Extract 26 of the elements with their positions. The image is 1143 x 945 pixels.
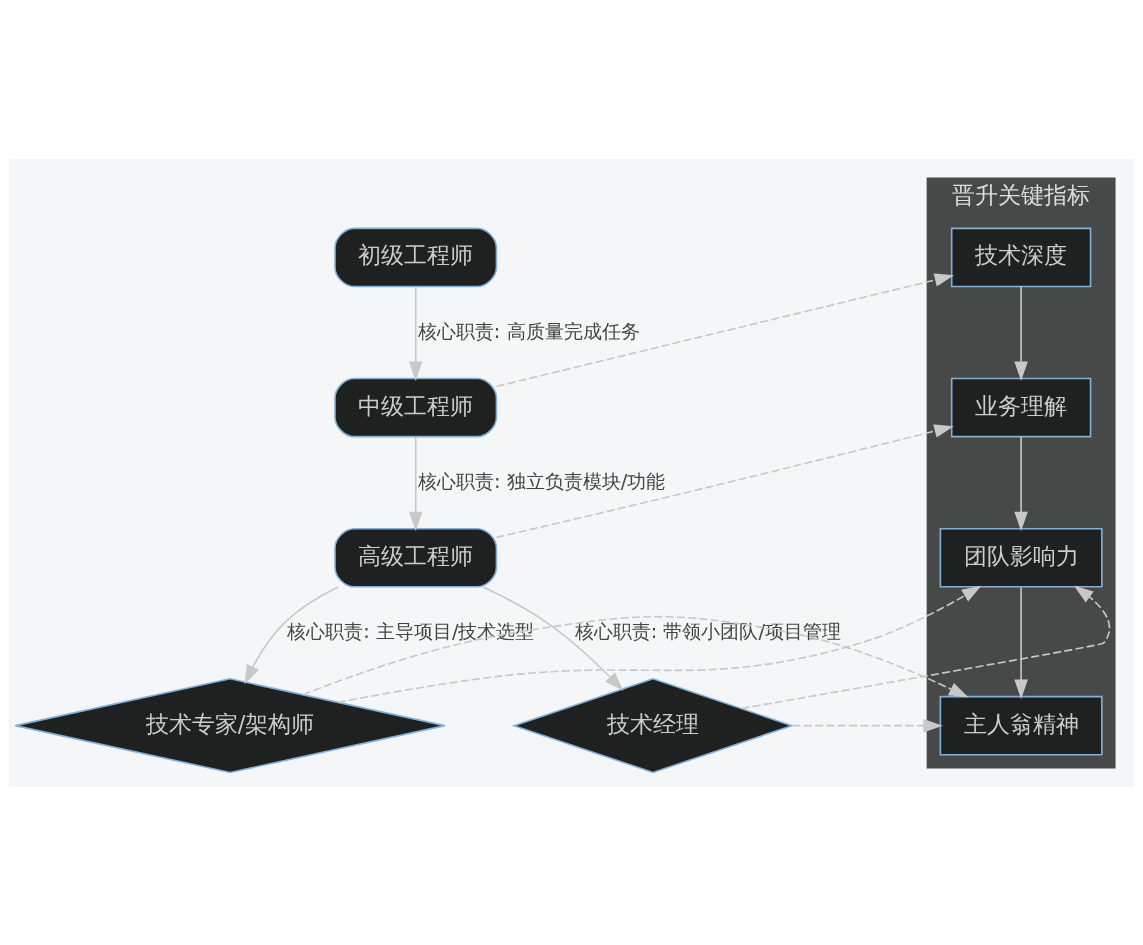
arrow [302, 615, 969, 698]
arrow [740, 585, 1111, 709]
node-diamond: 技术专家/架构师 [14, 677, 446, 773]
node-box: 业务理解 [950, 377, 1092, 437]
node-diamond: 技术经理 [511, 677, 795, 773]
node-box: 技术深度 [950, 227, 1092, 287]
arrow [791, 718, 943, 732]
node-box: 主人翁精神 [939, 695, 1103, 755]
edge-label: 核心职责: 高质量完成任务 [417, 319, 640, 343]
arrow [496, 272, 955, 387]
node-box: 初级工程师 [334, 227, 498, 287]
node-box: 高级工程师 [334, 527, 498, 588]
arrow [482, 585, 624, 691]
arrow [244, 585, 339, 684]
edge-label: 核心职责: 主导项目/技术选型 [287, 619, 535, 643]
arrow [1014, 586, 1028, 699]
edge-label: 核心职责: 独立负责模块/功能 [418, 469, 666, 493]
edge-label: 核心职责: 带领小团队/项目管理 [574, 619, 842, 643]
arrow [495, 423, 954, 538]
arrow [1014, 435, 1028, 531]
arrow [1014, 285, 1028, 381]
arrow [408, 285, 423, 381]
node-box: 团队影响力 [939, 527, 1103, 588]
arrow [337, 585, 982, 703]
arrow [408, 435, 423, 531]
node-box: 中级工程师 [334, 377, 498, 437]
